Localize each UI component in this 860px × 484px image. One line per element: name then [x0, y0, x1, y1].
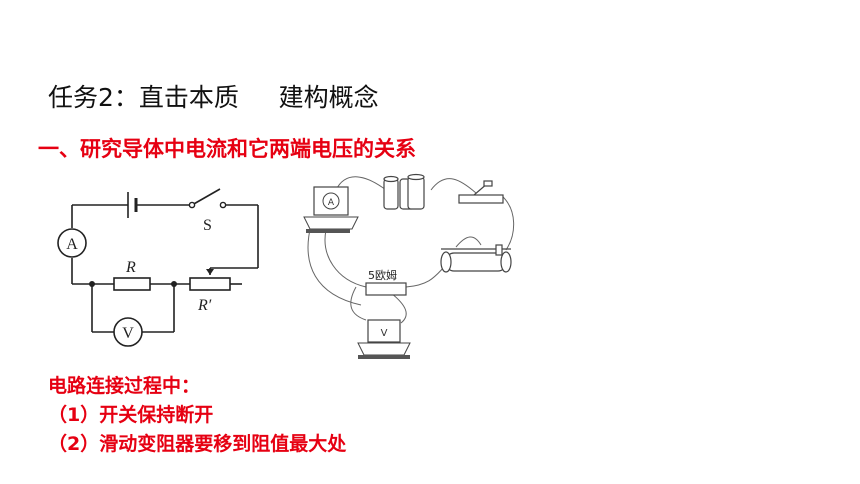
battery-icon — [127, 192, 138, 218]
resistor-device-icon — [365, 282, 407, 296]
voltmeter-symbol: V — [113, 317, 143, 347]
voltmeter-box-label: V — [381, 328, 388, 339]
switch-icon — [188, 201, 227, 209]
junction-dot — [171, 281, 177, 287]
resistor-label: R — [125, 259, 136, 276]
switch-label: S — [203, 217, 212, 234]
rheostat-label: R′ — [197, 297, 212, 314]
voltmeter-box-icon: V — [357, 319, 411, 359]
circuit-diagram: S A R R′ V — [57, 188, 259, 347]
notes-step-2: （2）滑动变阻器要移到阻值最大处 — [48, 433, 347, 455]
knife-switch-icon — [458, 180, 504, 204]
notes-step-1: （1）开关保持断开 — [48, 404, 214, 426]
notes-block: 电路连接过程中： （1）开关保持断开 （2）滑动变阻器要移到阻值最大处 — [48, 372, 346, 459]
resistor-device-label: 5欧姆 — [368, 268, 397, 282]
rheostat-symbol — [189, 269, 231, 291]
ammeter-label: A — [66, 236, 78, 253]
ammeter-box-icon: A — [303, 186, 359, 233]
ammeter-box-label: A — [328, 198, 335, 208]
junction-dot — [89, 281, 95, 287]
slide-title: 任务2：直击本质 建构概念 — [48, 83, 379, 112]
notes-heading: 电路连接过程中： — [48, 375, 201, 397]
section-heading: 一、研究导体中电流和它两端电压的关系 — [38, 137, 416, 161]
resistor-symbol — [113, 277, 151, 291]
rheostat-device-icon — [440, 244, 512, 273]
apparatus-illustration: A 5欧姆 V — [303, 173, 515, 359]
voltmeter-label: V — [122, 325, 134, 342]
battery-cells-icon — [383, 173, 425, 210]
ammeter-symbol: A — [57, 228, 87, 258]
